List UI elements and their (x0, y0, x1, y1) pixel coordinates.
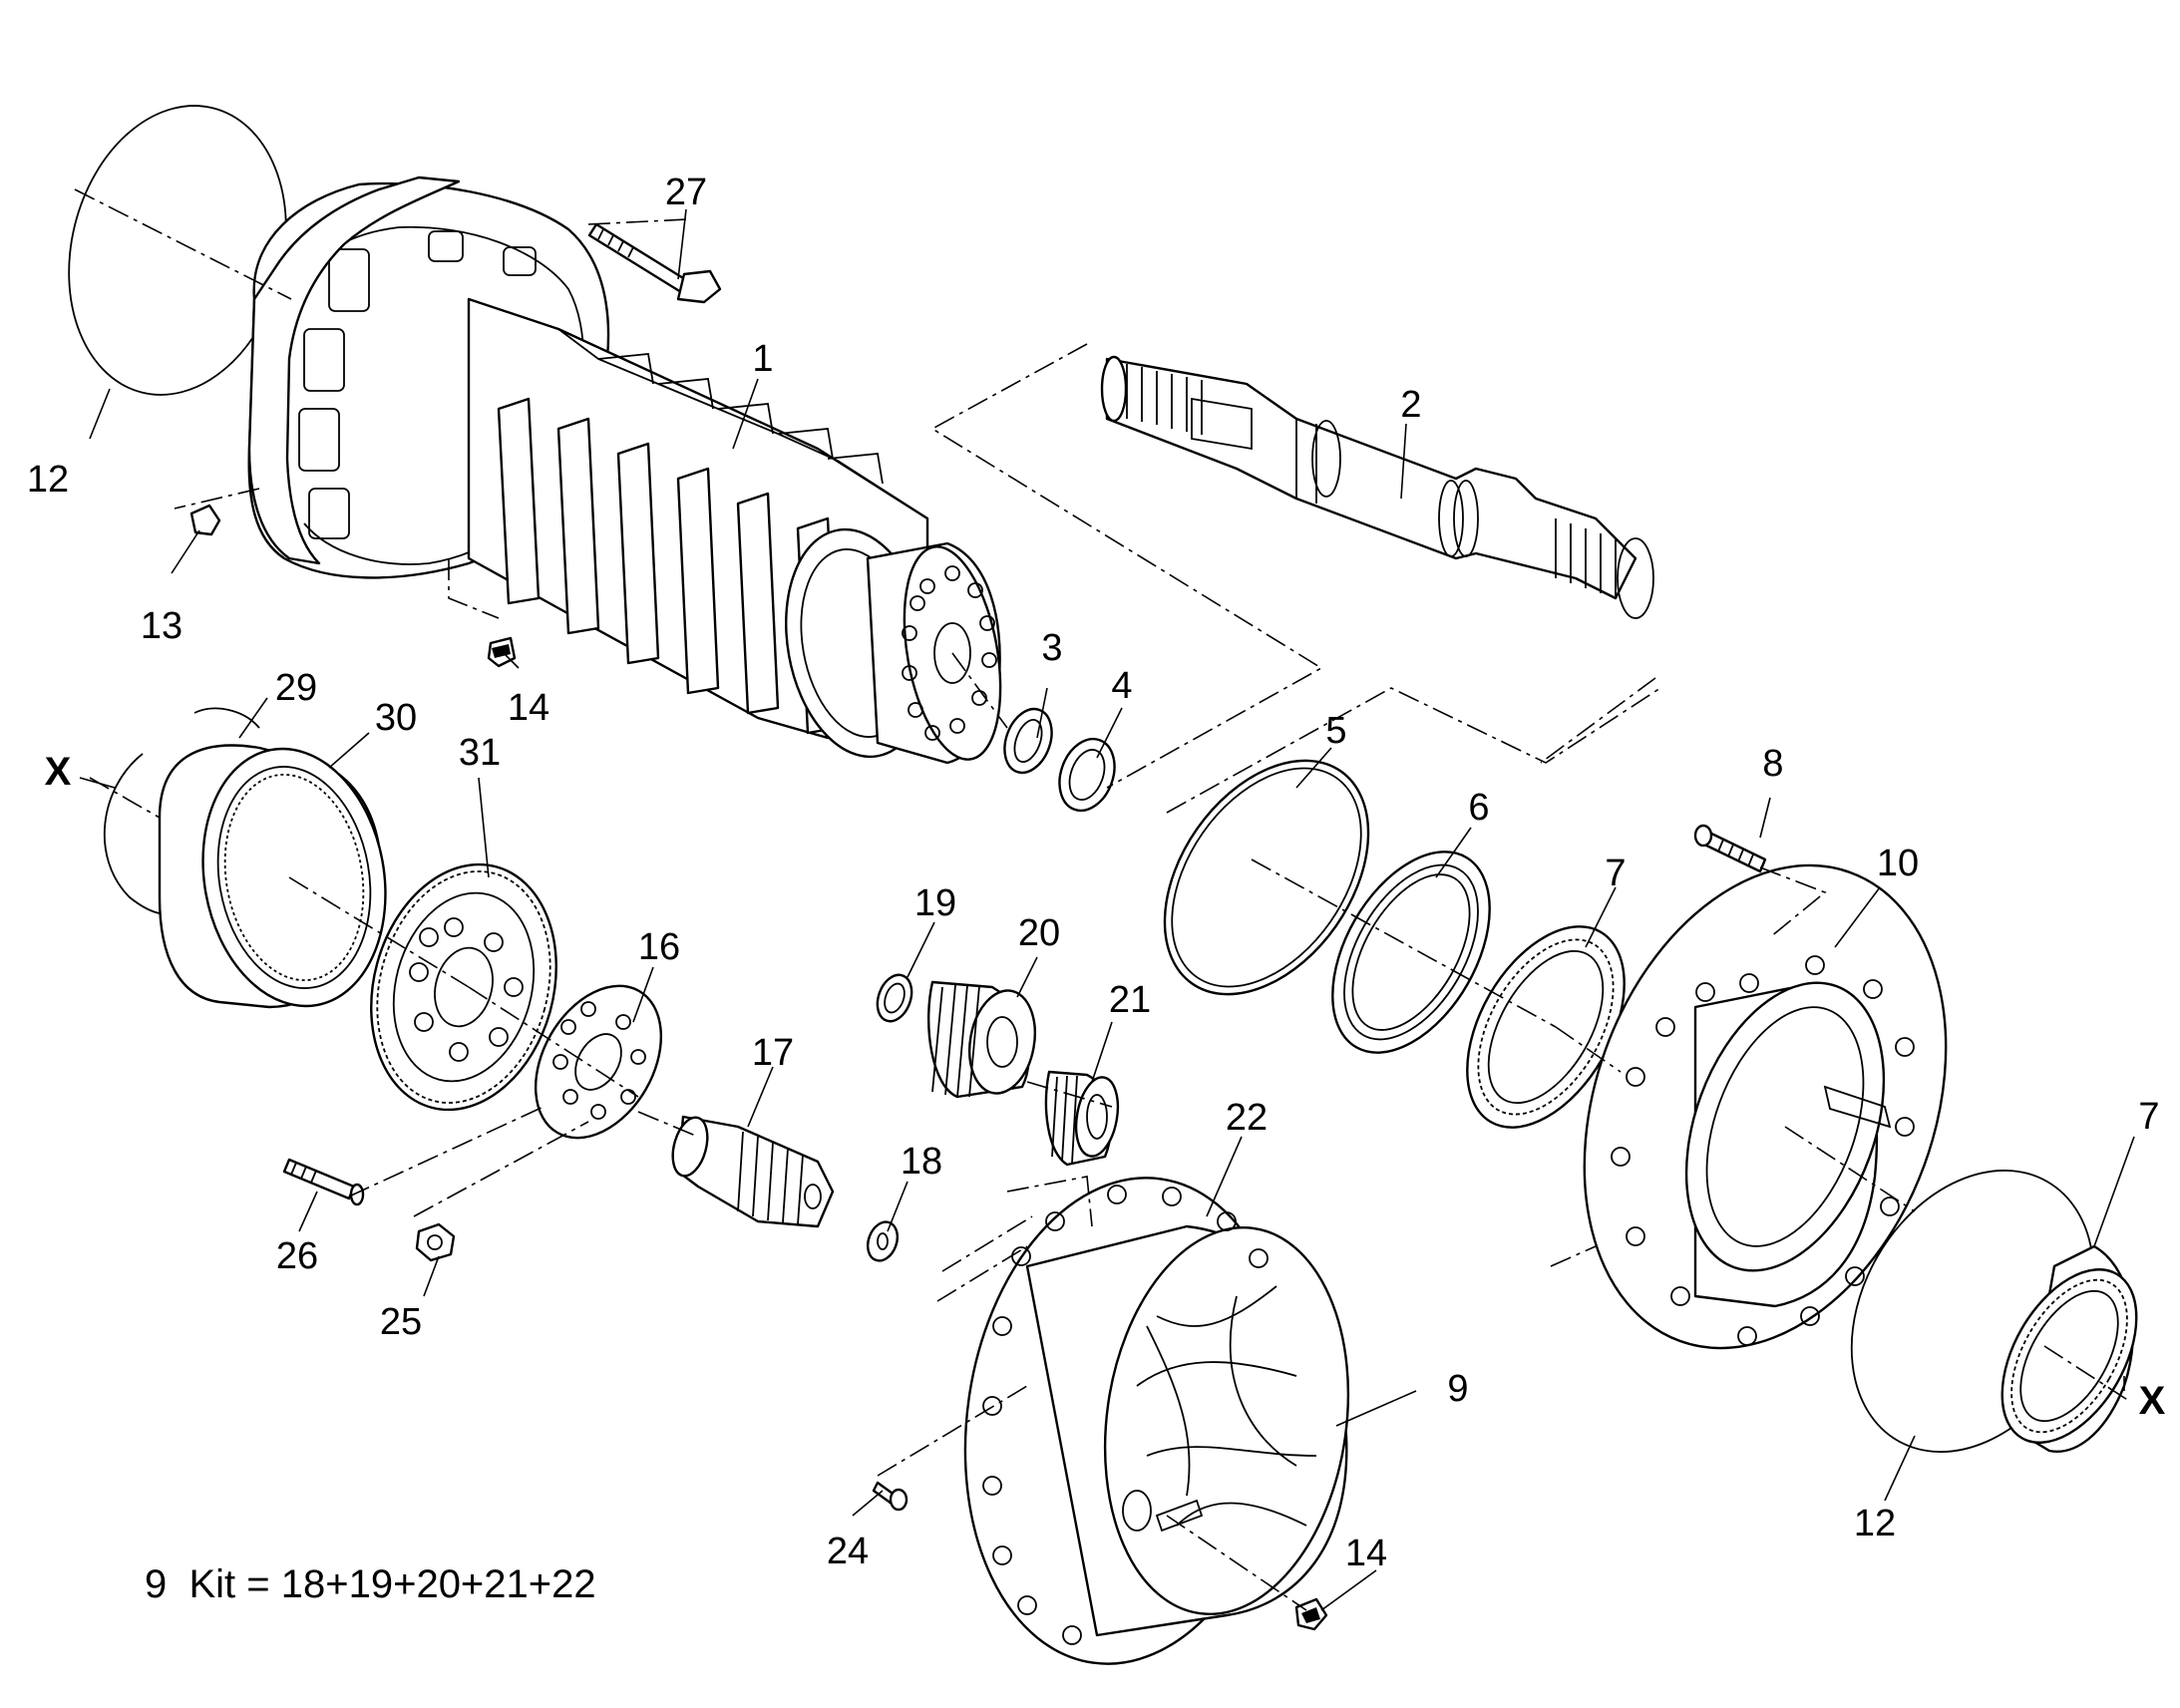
callout-5: 5 (1325, 710, 1346, 752)
plug-13[interactable] (189, 504, 221, 536)
washer-3[interactable] (996, 702, 1060, 779)
assembly-axis-lines (74, 188, 2130, 1611)
bearing-7-right[interactable] (1975, 1244, 2164, 1466)
callout-19: 19 (914, 882, 956, 924)
seal-6[interactable] (1300, 825, 1523, 1080)
callout-25: 25 (380, 1301, 422, 1343)
callout-21: 21 (1109, 979, 1151, 1021)
callout-4: 4 (1111, 665, 1132, 707)
callout-8: 8 (1762, 743, 1783, 785)
callout-14-bottom: 14 (1345, 1533, 1387, 1574)
wheel-stud-8[interactable] (1693, 824, 1767, 873)
callout-2: 2 (1400, 384, 1421, 426)
planet-hub-22[interactable] (934, 1157, 1372, 1685)
ring-gear-30[interactable] (158, 734, 405, 1020)
wheel-hub-10[interactable] (1521, 815, 2010, 1399)
callout-10: 10 (1877, 843, 1919, 884)
bearing-7-middle[interactable] (1435, 899, 1657, 1155)
axle-shaft-2[interactable] (1100, 355, 1654, 619)
plug-14-bottom[interactable] (1294, 1597, 1328, 1631)
callout-18: 18 (901, 1141, 942, 1183)
callout-22: 22 (1226, 1097, 1268, 1139)
callout-13: 13 (141, 605, 182, 647)
x-mark-left: X (45, 750, 72, 794)
callout-12-bottom: 12 (1854, 1503, 1896, 1544)
callout-27: 27 (665, 171, 707, 213)
callout-14-top: 14 (508, 687, 549, 729)
leader-lines (79, 208, 2135, 1611)
seal-4[interactable] (1050, 731, 1124, 818)
planet-pinion-20[interactable] (926, 980, 1042, 1099)
screw-24[interactable] (872, 1481, 908, 1512)
callout-17: 17 (752, 1032, 794, 1074)
o-ring-5[interactable] (1123, 723, 1410, 1032)
bolt-27[interactable] (587, 222, 722, 304)
callout-7-middle: 7 (1605, 853, 1626, 894)
thrust-plate-16[interactable] (510, 963, 686, 1160)
callout-16: 16 (638, 926, 680, 968)
callout-12-top: 12 (27, 459, 69, 501)
snap-ring-19[interactable] (872, 970, 917, 1026)
callout-3: 3 (1041, 627, 1062, 669)
plug-14-top[interactable] (487, 636, 517, 668)
x-mark-right: X (2139, 1379, 2166, 1423)
nut-25[interactable] (415, 1222, 456, 1262)
washer-18[interactable] (863, 1217, 903, 1264)
callout-7-right: 7 (2138, 1096, 2159, 1138)
callout-24: 24 (827, 1531, 869, 1572)
stud-26[interactable] (282, 1158, 365, 1206)
callout-6: 6 (1468, 787, 1489, 829)
sun-shaft-17[interactable] (667, 1114, 835, 1228)
kit-note: 9 Kit = 18+19+20+21+22 (145, 1562, 596, 1606)
callout-labels: 27 1 2 3 4 5 6 7 8 10 12 13 14 29 30 31 … (27, 171, 2160, 1574)
callout-9: 9 (1447, 1368, 1468, 1410)
callout-20: 20 (1018, 912, 1060, 954)
callout-31: 31 (459, 732, 501, 774)
callout-30: 30 (375, 697, 417, 739)
planet-gear-31[interactable] (345, 844, 583, 1131)
callout-26: 26 (276, 1235, 318, 1277)
needle-bearing-21[interactable] (1044, 1070, 1124, 1167)
callout-29: 29 (275, 667, 317, 709)
callout-1: 1 (752, 338, 773, 380)
axle-housing-1[interactable] (247, 175, 1015, 768)
